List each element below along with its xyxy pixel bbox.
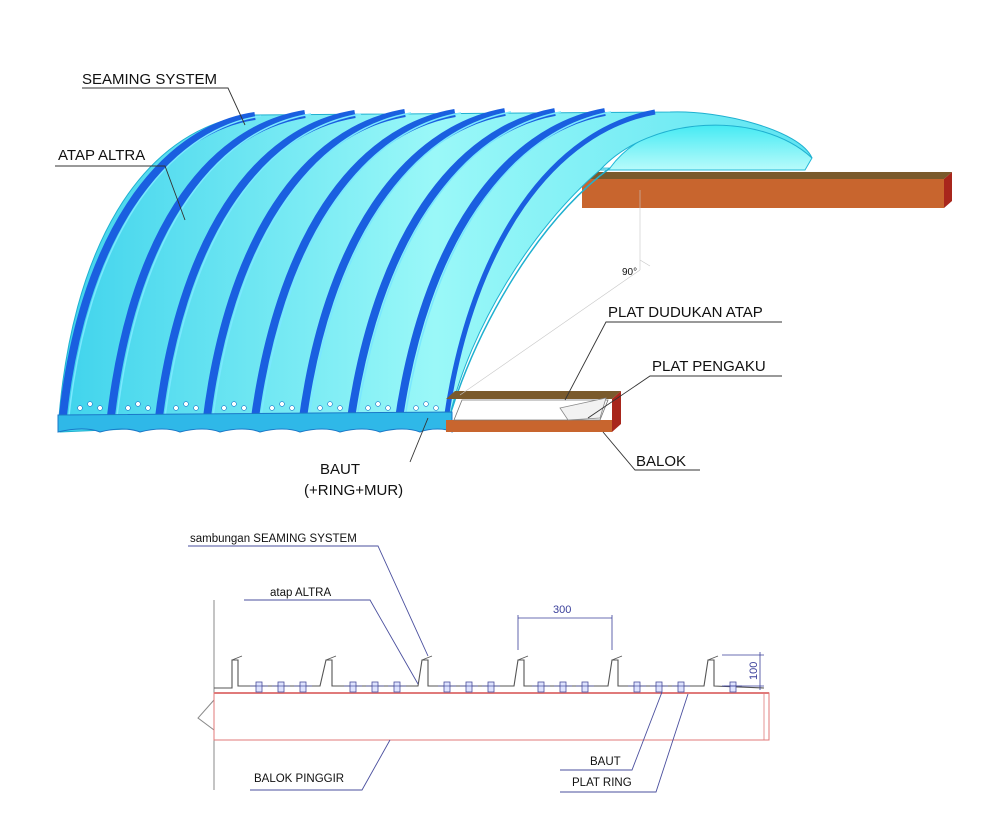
- balok-label: BALOK: [636, 453, 686, 470]
- rear-beam: [582, 172, 952, 208]
- break-line: [197, 600, 215, 790]
- bolt-holes: [77, 401, 439, 411]
- front-beam: [446, 391, 621, 432]
- sambungan-seaming-label: sambungan SEAMING SYSTEM: [190, 533, 357, 545]
- atap-altra-leader: [55, 165, 186, 221]
- plat-dudukan-leader: [564, 321, 782, 401]
- atap-altra-label: ATAP ALTRA: [58, 147, 145, 164]
- seaming-system-leader: [82, 87, 246, 126]
- roof-ribs: [58, 108, 656, 426]
- atap-altra-section-leader: [244, 599, 419, 685]
- baut-label: BAUT: [320, 461, 360, 478]
- roof-front-edge: [57, 411, 453, 433]
- seaming-system-label: SEAMING SYSTEM: [82, 71, 217, 88]
- dim-rib-spacing: 300: [517, 604, 613, 650]
- plat-ring-label: PLAT RING: [572, 777, 632, 789]
- balok-leader: [602, 431, 700, 471]
- dim-rib-spacing-value: 300: [553, 604, 571, 616]
- plat-dudukan-atap-label: PLAT DUDUKAN ATAP: [608, 304, 763, 321]
- baut-section-label: BAUT: [590, 756, 621, 768]
- plat-ring-leader: [560, 693, 689, 793]
- angle-label: 90°: [622, 267, 637, 278]
- balok-pinggir-leader: [250, 739, 391, 791]
- section-view: 300 100 sambungan SEAMING SYSTEM atap AL…: [188, 533, 770, 793]
- dim-rib-height: 100: [722, 652, 764, 690]
- atap-altra-section-label: atap ALTRA: [270, 587, 331, 599]
- bolts: [250, 681, 742, 693]
- baut-detail-label: (+RING+MUR): [304, 482, 403, 499]
- plat-pengaku-leader: [587, 375, 782, 419]
- baut-leader: [409, 417, 429, 463]
- dim-rib-height-value: 100: [748, 662, 760, 680]
- baut-section-leader: [560, 691, 663, 771]
- construction-lines: [459, 190, 651, 396]
- plat-pengaku-label: PLAT PENGAKU: [652, 358, 766, 375]
- balok-pinggir-label: BALOK PINGGIR: [254, 773, 344, 785]
- sambungan-leader: [188, 545, 429, 657]
- roof-3d-view: 90° SEAMING SYSTEM ATAP ALTRA PLAT DUDUK…: [55, 71, 952, 499]
